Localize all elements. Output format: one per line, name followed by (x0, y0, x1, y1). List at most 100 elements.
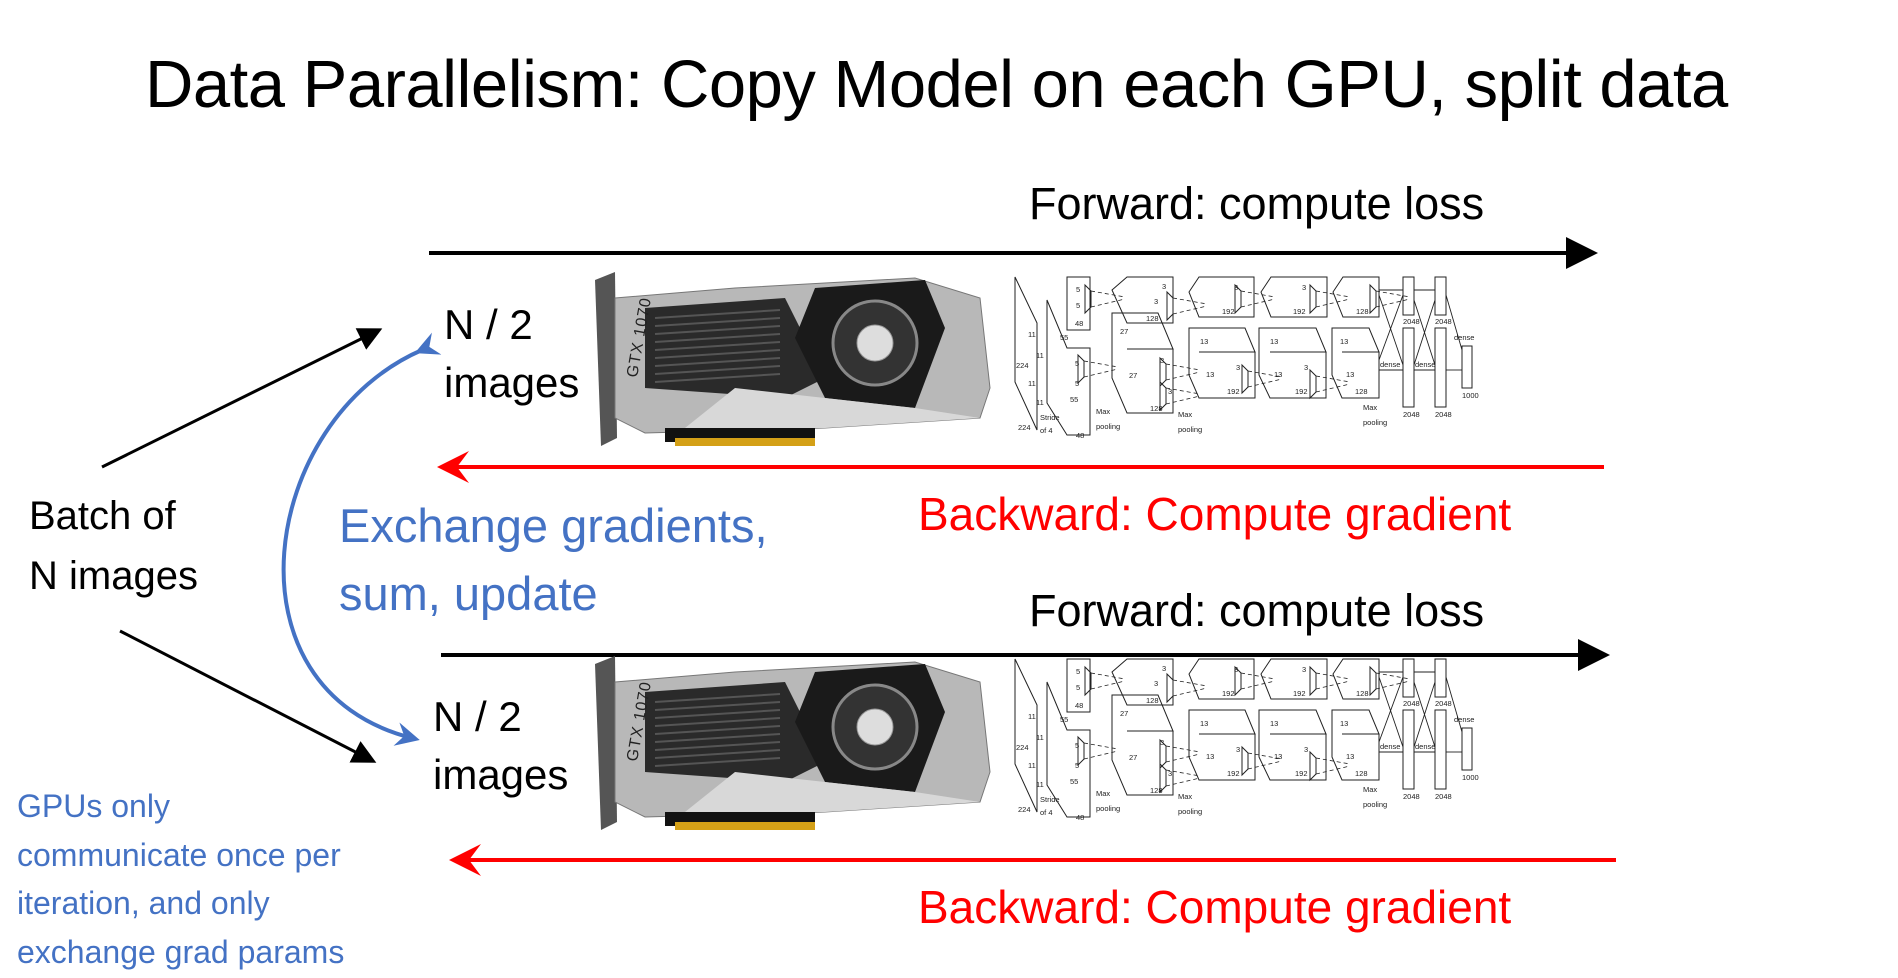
split-images-2: images (433, 751, 569, 798)
kernel-prism (1309, 750, 1317, 782)
layer-label: 3 (1234, 283, 1238, 292)
batch-label: Batch of N images (29, 486, 198, 606)
conv1-bottom (1046, 299, 1091, 436)
fin-line (654, 325, 781, 335)
layer-label: 3 (1154, 679, 1158, 688)
layer-label: 2048 (1435, 317, 1452, 326)
layer-label: 192 (1222, 307, 1235, 316)
layer-label: pooling (1363, 800, 1387, 809)
note-line: exchange grad params (17, 933, 345, 970)
fc7-bottom (1434, 327, 1447, 408)
dense-connection (1445, 676, 1463, 733)
fin-line (654, 749, 781, 759)
conv3-top (1188, 658, 1255, 700)
layer-label: 13 (1270, 337, 1278, 346)
layer-label: 3 (1302, 665, 1306, 674)
layer-label: 13 (1346, 752, 1354, 761)
layer-label: 13 (1206, 752, 1214, 761)
fan-hub (856, 324, 894, 362)
layer-label: 48 (1076, 813, 1084, 822)
layer-label: 27 (1129, 753, 1137, 762)
conv2-bottom (1111, 312, 1174, 414)
layer-label: 11 (1036, 733, 1044, 742)
conv2-top (1111, 276, 1174, 324)
layer-label: 5 (1075, 379, 1079, 388)
fc7-top (1434, 658, 1447, 698)
conv4-top (1260, 658, 1328, 700)
kernel-prism (1309, 283, 1317, 315)
fin-line (654, 733, 781, 743)
output-layer (1461, 345, 1473, 389)
layer-label: 224 (1018, 423, 1031, 432)
conv3-bottom (1188, 327, 1256, 399)
conv-connection (1315, 672, 1351, 690)
conv5-bottom (1331, 709, 1380, 781)
layer-label: dense (1415, 360, 1435, 369)
conv-connection (1090, 290, 1126, 308)
fin-line (654, 741, 781, 751)
layer-label: dense (1380, 742, 1400, 751)
layer-label: 3 (1168, 387, 1172, 396)
layer-label: pooling (1178, 807, 1202, 816)
layer-label: dense (1415, 742, 1435, 751)
layer-label: 48 (1075, 701, 1083, 710)
input-layer (1014, 658, 1038, 813)
conv-connection (1247, 752, 1283, 770)
layer-label: 3 (1236, 745, 1240, 754)
conv-connection (1247, 370, 1283, 388)
layer-label: 128 (1355, 769, 1368, 778)
layer-label: 27 (1120, 327, 1128, 336)
layer-label: 3 (1160, 738, 1164, 747)
pci-bracket (595, 656, 617, 830)
layer-label: 11 (1028, 712, 1036, 721)
kernel-prism (1166, 672, 1174, 704)
conv1-bottom (1046, 681, 1091, 818)
conv-connection (1315, 290, 1351, 308)
layer-label: 48 (1076, 431, 1084, 440)
conv5-bottom (1331, 327, 1380, 399)
fin-line (654, 373, 781, 383)
layer-label: 2048 (1403, 317, 1420, 326)
exchange-arrow (281, 332, 442, 746)
batch-line-1: Batch of (29, 494, 176, 538)
layer-label: 2048 (1435, 699, 1452, 708)
fin-line (654, 709, 781, 719)
layer-label: 3 (1154, 297, 1158, 306)
conv-connection (1165, 387, 1201, 405)
layer-label: 5 (1076, 667, 1080, 676)
dense-connection (1413, 681, 1436, 748)
conv-connection (1083, 742, 1119, 760)
output-layer (1461, 727, 1473, 771)
layer-label: 128 (1146, 696, 1159, 705)
layer-label: 3 (1304, 363, 1308, 372)
split-label-2: N / 2 images (433, 688, 568, 804)
fin-line (654, 717, 781, 727)
layer-label: 2048 (1435, 410, 1452, 419)
fin-line (654, 357, 781, 367)
layer-label: 192 (1222, 689, 1235, 698)
fin-line (654, 725, 781, 735)
layer-label: 128 (1356, 307, 1369, 316)
conv5-top (1332, 276, 1380, 318)
kernel-prism (1166, 290, 1174, 322)
layer-label: 5 (1075, 359, 1079, 368)
layer-label: 192 (1227, 387, 1240, 396)
layer-label: 11 (1028, 379, 1036, 388)
kernel-prism (1309, 368, 1317, 400)
note-line: iteration, and only (17, 885, 270, 921)
layer-label: 11 (1028, 761, 1036, 770)
batch-line-2: N images (29, 554, 198, 598)
layer-label: dense (1454, 333, 1474, 342)
dense-connection (1378, 294, 1404, 366)
fin-line (654, 701, 781, 711)
note-line: communicate once per (17, 836, 341, 873)
layer-label: 2048 (1403, 699, 1420, 708)
conv-connection (1375, 290, 1411, 308)
conv2-bottom (1111, 694, 1174, 796)
fc6-top (1402, 276, 1415, 316)
layer-label: Max (1178, 410, 1192, 419)
conv3-bottom (1188, 709, 1256, 781)
layer-label: 2048 (1403, 410, 1420, 419)
